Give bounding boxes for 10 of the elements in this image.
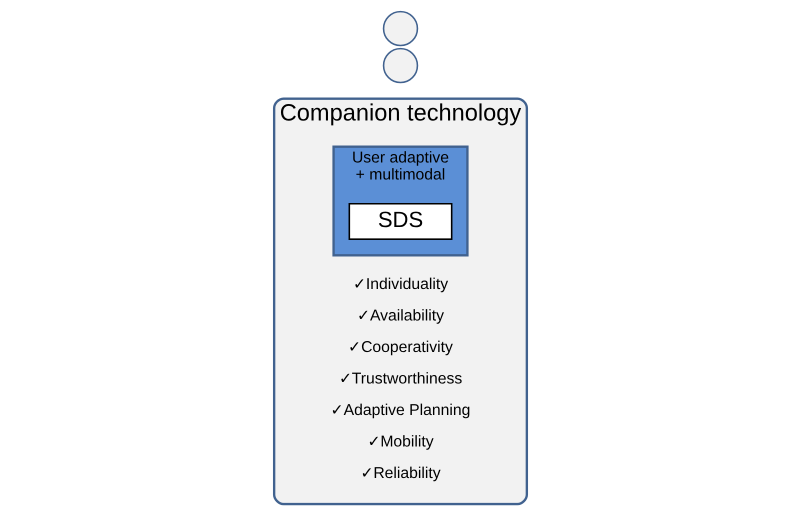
label: ✓Availability <box>356 308 444 325</box>
node-box: SDS <box>348 202 452 240</box>
label: ✓Cooperativity <box>348 339 453 356</box>
label: ✓Reliability <box>360 465 441 482</box>
node-circle <box>382 10 418 46</box>
label: ✓Individuality <box>352 276 448 294</box>
label: ✓Adaptive Planning <box>330 402 470 420</box>
label: ✓Mobility <box>367 434 434 451</box>
label: ✓Trustworthiness <box>338 370 462 388</box>
node-circle <box>382 48 418 84</box>
